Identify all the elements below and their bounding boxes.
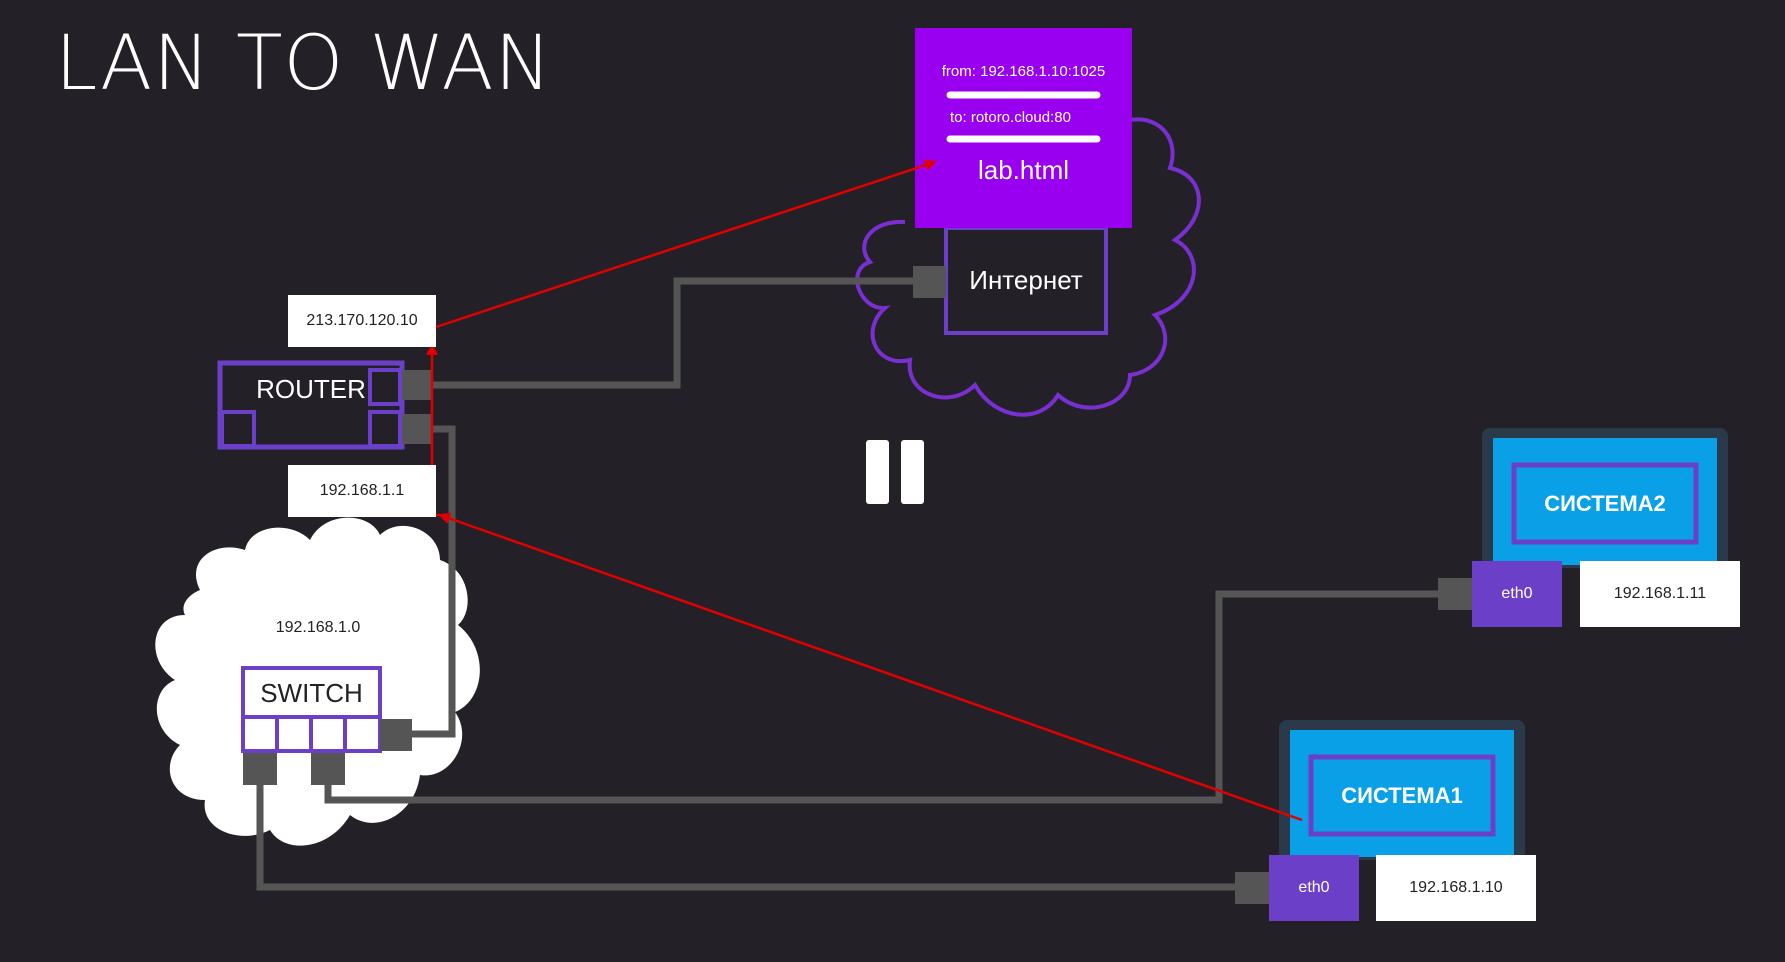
system1-iface: eth0 bbox=[1298, 879, 1330, 896]
system1-name: СИСТЕМА1 bbox=[1341, 782, 1463, 808]
internet-box bbox=[913, 226, 1108, 335]
system1-laptop bbox=[1235, 720, 1525, 921]
switch-device bbox=[241, 666, 412, 785]
pause-button[interactable] bbox=[866, 440, 924, 504]
cable-router-internet bbox=[430, 277, 915, 389]
system2-laptop bbox=[1438, 428, 1728, 627]
system2-ip-label: 192.168.1.11 bbox=[1580, 561, 1740, 627]
system2-iface: eth0 bbox=[1501, 585, 1533, 602]
cable-switch-system2 bbox=[324, 590, 1442, 804]
router-port-wan bbox=[402, 370, 432, 400]
cables bbox=[256, 277, 1442, 891]
packet-from: from: 192.168.1.10:1025 bbox=[941, 62, 1106, 80]
router-device bbox=[217, 360, 432, 450]
lan-network-label: 192.168.1.0 bbox=[275, 619, 361, 636]
router-wan-ip-label: 213.170.120.10 bbox=[288, 295, 436, 347]
packet-payload: lab.html bbox=[977, 154, 1070, 185]
router-label: ROUTER bbox=[256, 373, 366, 404]
system1-ip-label: 192.168.1.10 bbox=[1376, 855, 1536, 921]
arrow-router-to-internet bbox=[435, 159, 937, 329]
arrow-system1-to-router bbox=[438, 512, 1303, 822]
cable-switch-system1 bbox=[256, 780, 1238, 891]
router-port-lan bbox=[402, 414, 432, 444]
switch-label: SWITCH bbox=[260, 677, 363, 708]
internet-label: Интернет bbox=[969, 264, 1083, 295]
system2-name: СИСТЕМА2 bbox=[1544, 490, 1666, 516]
cable-router-switch bbox=[410, 425, 456, 738]
pause-icon bbox=[866, 440, 889, 504]
page-title: LAN TO WAN bbox=[55, 18, 553, 107]
router-lan-ip-label: 192.168.1.1 bbox=[288, 465, 436, 517]
packet-card bbox=[915, 28, 1132, 228]
packet-to: to: rotoro.cloud:80 bbox=[950, 108, 1071, 126]
internet-cloud bbox=[855, 117, 1201, 417]
